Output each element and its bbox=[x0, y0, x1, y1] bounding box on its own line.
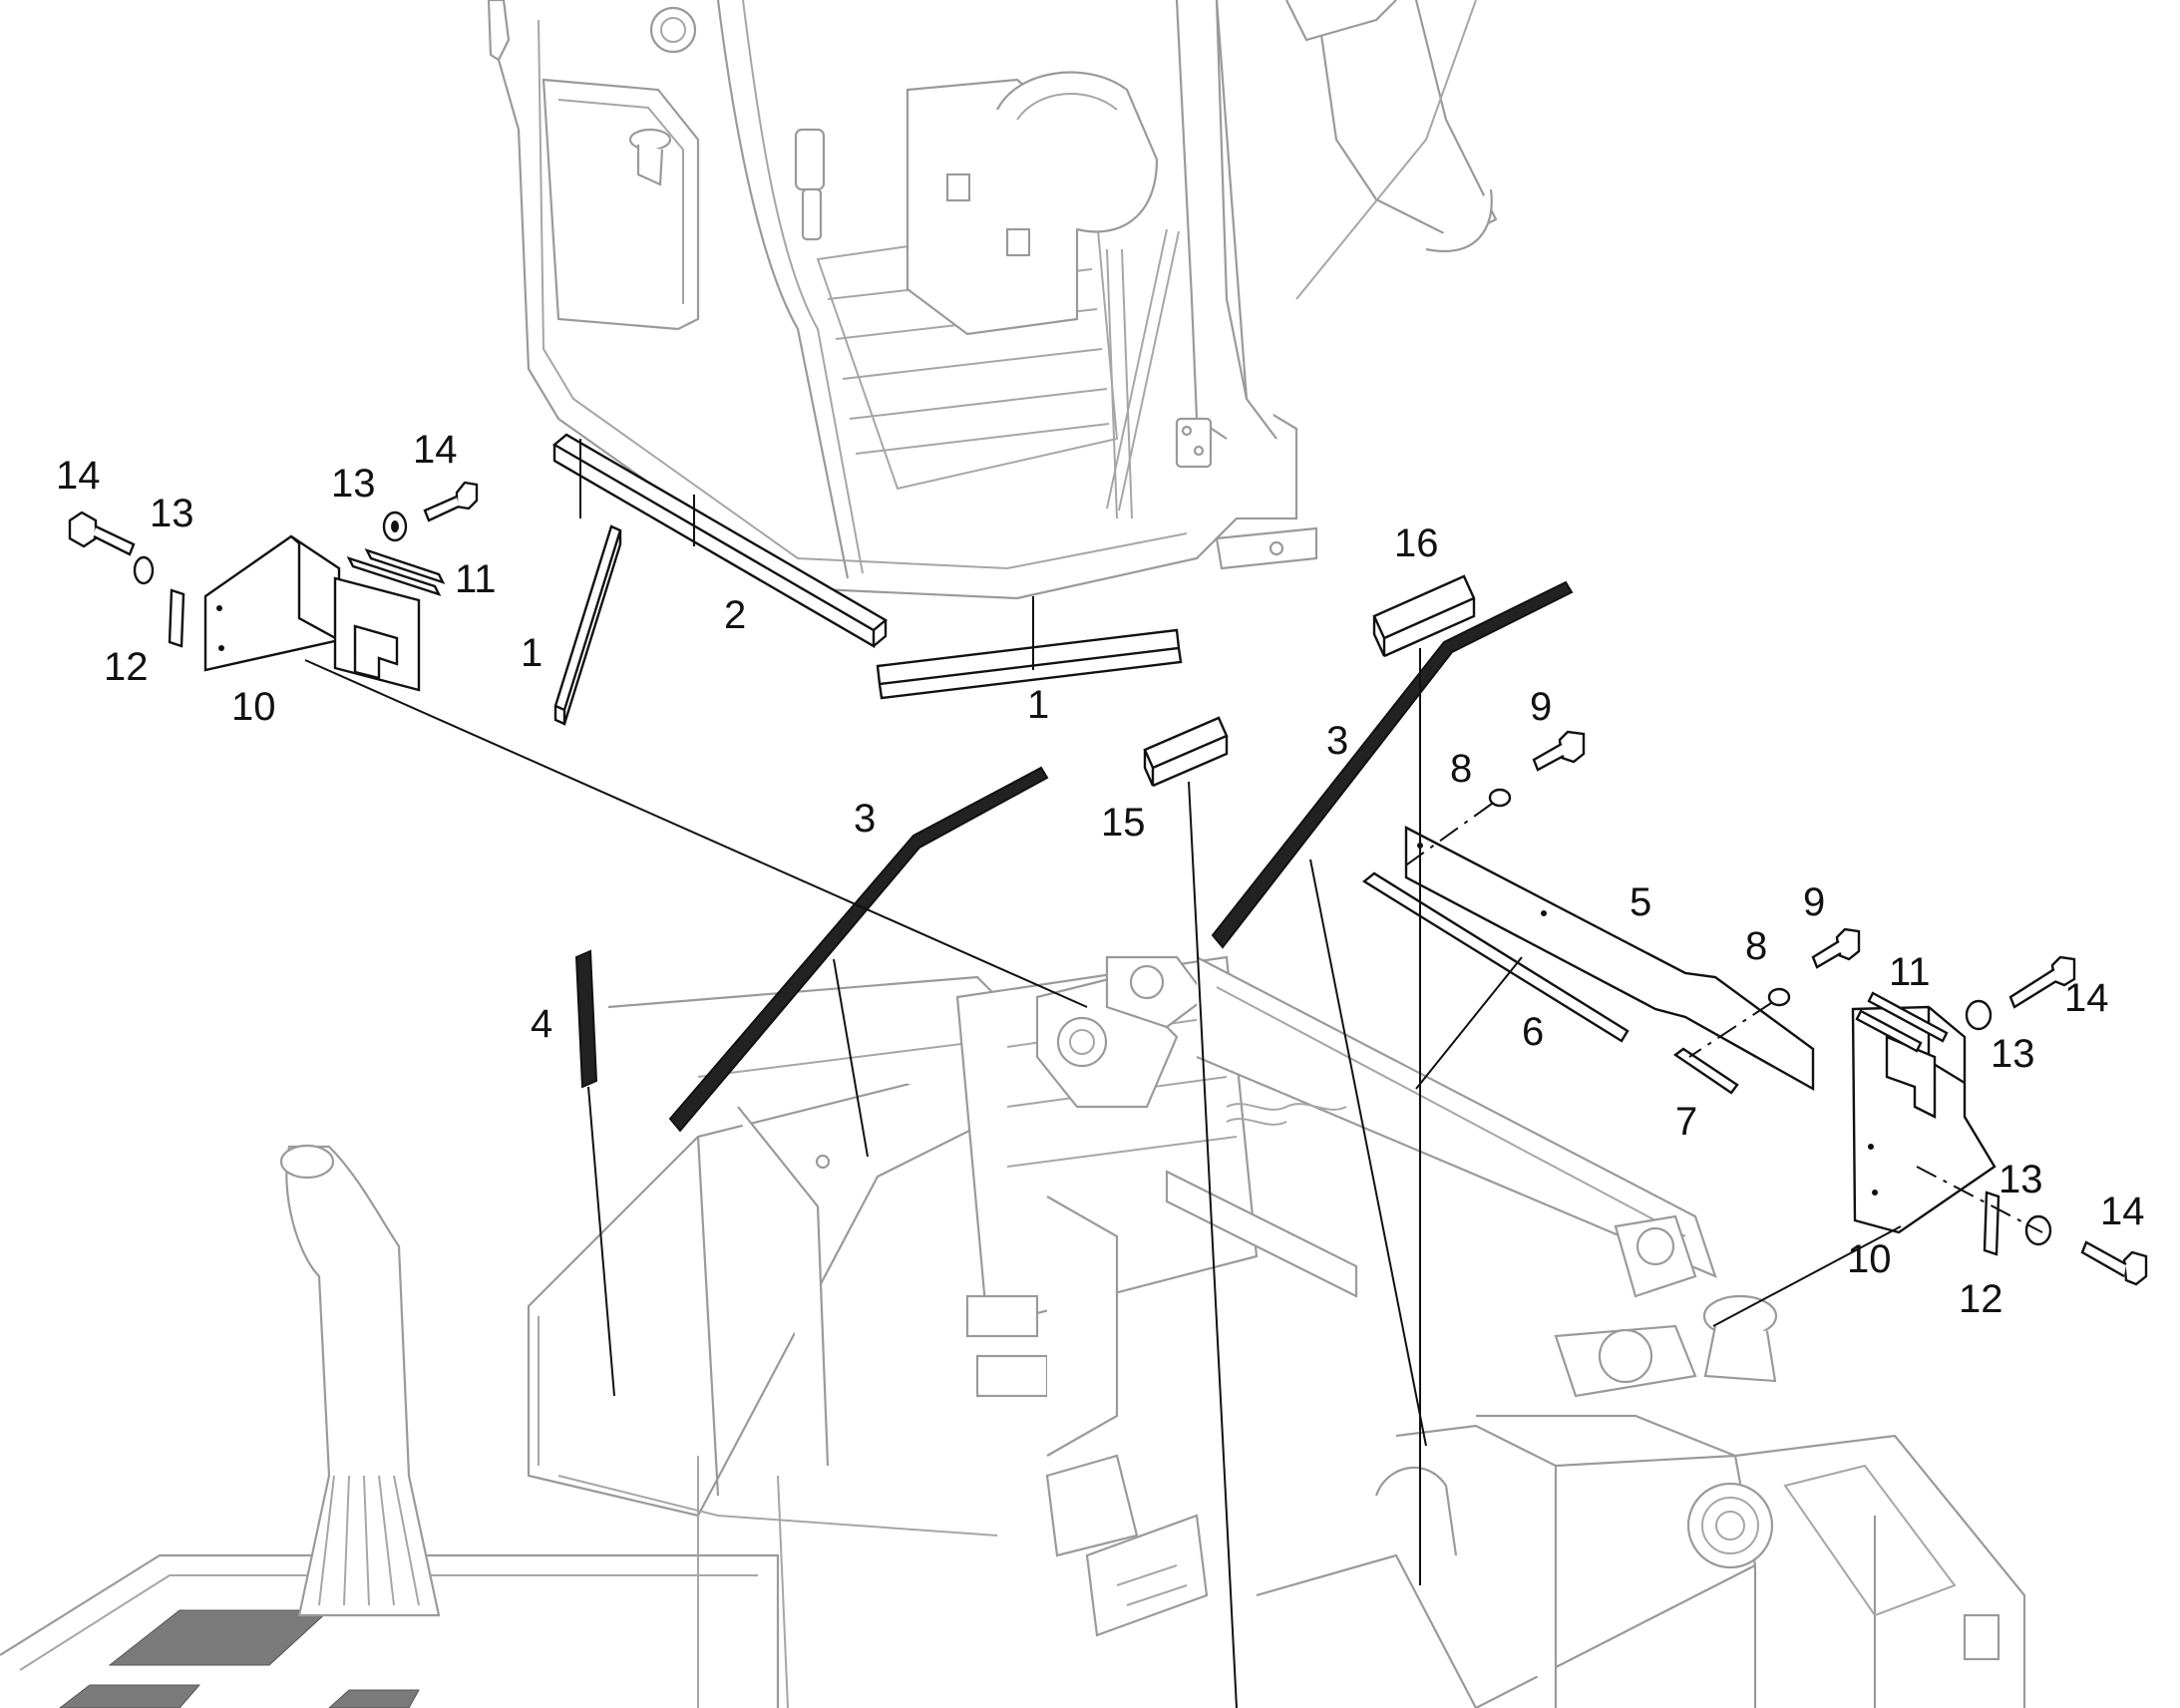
leader-lines bbox=[304, 439, 2043, 1708]
callout-13: 13 bbox=[1991, 1032, 2035, 1076]
part-1-seal-strip-b bbox=[876, 628, 1183, 700]
callout-14: 14 bbox=[413, 428, 458, 472]
callout-13: 13 bbox=[150, 492, 194, 535]
callout-3: 3 bbox=[854, 797, 876, 841]
callout-9: 9 bbox=[1803, 880, 1825, 924]
part-4-seal-short bbox=[574, 949, 598, 1089]
part-14-bolt-d bbox=[2080, 1240, 2148, 1286]
part-6-strip bbox=[1361, 871, 1630, 1043]
callout-2: 2 bbox=[724, 593, 746, 637]
callout-16: 16 bbox=[1394, 521, 1439, 565]
part-5-cover-plate bbox=[1404, 826, 1815, 1092]
callout-15: 15 bbox=[1101, 801, 1146, 845]
callout-12: 12 bbox=[104, 645, 149, 689]
callout-3: 3 bbox=[1326, 719, 1348, 763]
callout-10: 10 bbox=[1847, 1237, 1892, 1281]
part-8-washer-a bbox=[1488, 788, 1512, 808]
callout-1: 1 bbox=[1027, 683, 1049, 727]
callout-4: 4 bbox=[531, 1002, 552, 1046]
part-12-strip-left bbox=[168, 588, 185, 648]
part-3-seal-left bbox=[668, 766, 1049, 1133]
callout-labels: 14 13 12 10 13 14 11 1 2 1 16 3 3 15 9 8… bbox=[56, 428, 2145, 1321]
callout-7: 7 bbox=[1675, 1100, 1697, 1144]
part-1-seal-strip-a bbox=[553, 524, 622, 726]
part-15-block bbox=[1143, 716, 1229, 788]
callout-13: 13 bbox=[1998, 1158, 2043, 1201]
part-13-washer-c bbox=[1965, 999, 1993, 1031]
part-9-bolt-a bbox=[1532, 730, 1586, 772]
callout-13: 13 bbox=[331, 462, 376, 506]
callout-5: 5 bbox=[1630, 880, 1651, 924]
callout-6: 6 bbox=[1522, 1010, 1544, 1054]
callout-11: 11 bbox=[1889, 950, 1931, 994]
part-9-bolt-b bbox=[1811, 927, 1861, 969]
part-11-plate-right bbox=[1867, 991, 1949, 1043]
part-8-washer-b bbox=[1767, 987, 1791, 1007]
upper-frame-assembly bbox=[0, 955, 2026, 1708]
part-10-bracket-right bbox=[1851, 1005, 1997, 1234]
callout-14: 14 bbox=[56, 454, 101, 498]
callout-8: 8 bbox=[1450, 747, 1472, 791]
part-11-plate-left bbox=[333, 576, 421, 692]
callout-12: 12 bbox=[1959, 1277, 2003, 1321]
callout-11: 11 bbox=[455, 557, 497, 601]
part-3-seal-right bbox=[1211, 580, 1574, 949]
part-14-bolt-a bbox=[68, 511, 136, 556]
part-16-block bbox=[1372, 574, 1476, 658]
part-12-strip-right bbox=[1983, 1191, 2000, 1256]
callout-14: 14 bbox=[2100, 1190, 2145, 1233]
part-13-washer-a bbox=[133, 555, 155, 585]
part-7-strip bbox=[1672, 1047, 1739, 1095]
cab-assembly bbox=[487, 0, 1498, 600]
callout-1: 1 bbox=[521, 631, 543, 675]
callout-14: 14 bbox=[2064, 976, 2109, 1020]
parts bbox=[68, 433, 2148, 1286]
part-2-seal-strip bbox=[551, 433, 889, 649]
part-14-bolt-c bbox=[2008, 955, 2076, 1009]
callout-8: 8 bbox=[1745, 924, 1767, 968]
callout-9: 9 bbox=[1530, 685, 1552, 729]
callout-10: 10 bbox=[231, 685, 276, 729]
part-14-bolt-b bbox=[423, 481, 479, 522]
